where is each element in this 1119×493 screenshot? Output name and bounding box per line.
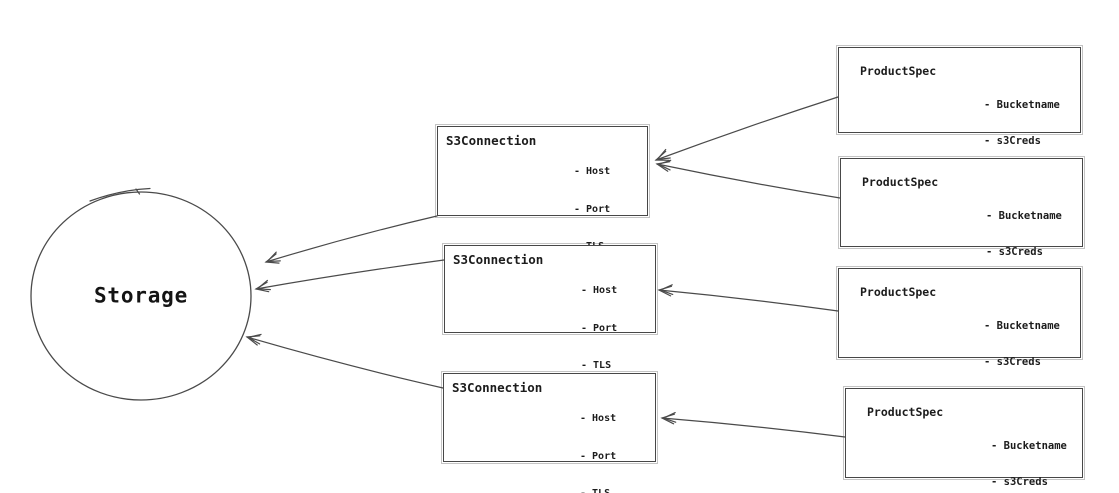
attribute-line: - Port <box>580 450 617 462</box>
node-attributes: - Bucketname - s3Creds <box>986 186 1062 282</box>
storage-circle <box>30 187 252 401</box>
arrow-product-spec-4-to-s3-connection-3 <box>660 412 846 438</box>
arrow-layer <box>245 96 846 438</box>
arrow-product-spec-1-to-s3-connection-1 <box>654 96 839 161</box>
storage-node-label: Storage <box>93 283 189 308</box>
node-title: S3Connection <box>452 380 543 395</box>
attribute-line: - s3Creds <box>991 476 1048 488</box>
node-title: ProductSpec <box>860 285 937 299</box>
attribute-line: - TLS <box>580 488 616 493</box>
node-attributes: - Host - Port - TLS <box>581 260 617 398</box>
arrow-product-spec-2-to-s3-connection-1 <box>655 159 841 199</box>
attribute-line: - Bucketname <box>984 320 1060 332</box>
s3-connection-node-3: S3Connection - Host - Port - TLS <box>441 371 658 493</box>
arrow-s3-connection-2-to-storage <box>254 259 445 293</box>
arrow-s3-connection-1-to-storage <box>264 215 438 264</box>
node-title: S3Connection <box>446 133 537 148</box>
attribute-line: - Bucketname <box>991 440 1067 452</box>
attribute-line: - Port <box>574 203 611 215</box>
product-spec-node-3: ProductSpec - Bucketname - s3Creds <box>836 266 1083 368</box>
product-spec-node-2: ProductSpec - Bucketname - s3Creds <box>838 156 1085 258</box>
node-attributes: - Bucketname - s3Creds <box>991 416 1067 493</box>
attribute-line: - Host <box>581 285 618 296</box>
node-title: ProductSpec <box>867 405 944 419</box>
s3-connection-node-2: S3Connection - Host - Port - TLS <box>442 243 658 371</box>
node-attributes: - Host - Port - TLS <box>580 388 616 493</box>
product-spec-node-4: ProductSpec - Bucketname - s3Creds <box>843 386 1085 488</box>
arrow-product-spec-3-to-s3-connection-2 <box>657 284 839 312</box>
attribute-line: - Bucketname <box>986 210 1062 222</box>
attribute-line: - s3Creds <box>984 135 1041 147</box>
node-title: S3Connection <box>453 252 544 267</box>
attribute-line: - Port <box>581 322 618 334</box>
arrow-s3-connection-3-to-storage <box>245 333 444 389</box>
attribute-line: - s3Creds <box>986 246 1043 258</box>
attribute-line: - s3Creds <box>984 356 1041 368</box>
attribute-line: - Bucketname <box>984 99 1060 111</box>
product-spec-node-1: ProductSpec - Bucketname - s3Creds <box>836 45 1083 147</box>
attribute-line: - Host <box>580 413 617 424</box>
s3-connection-node-1: S3Connection - Host - Port - TLS <box>435 124 650 252</box>
node-title: ProductSpec <box>860 64 937 78</box>
attribute-line: - Host <box>574 166 611 177</box>
attribute-line: - TLS <box>581 360 612 371</box>
node-attributes: - Bucketname - s3Creds <box>984 75 1060 171</box>
node-title: ProductSpec <box>862 175 939 189</box>
node-attributes: - Bucketname - s3Creds <box>984 296 1060 392</box>
